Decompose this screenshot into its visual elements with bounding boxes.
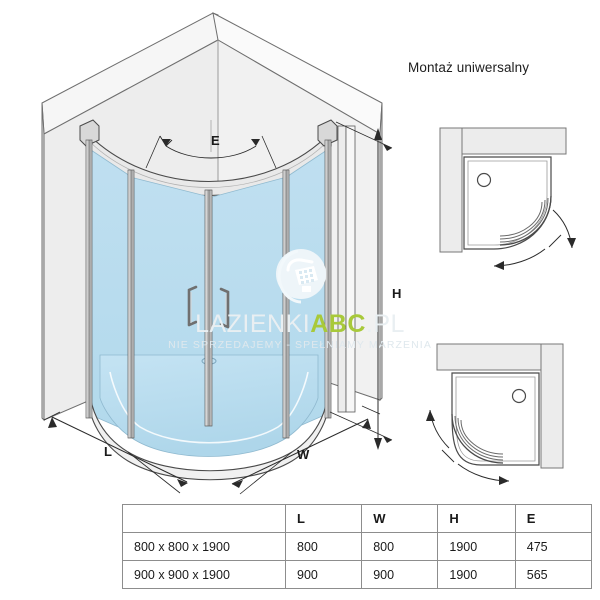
dimension-H: [329, 121, 393, 450]
table-header-name: [122, 504, 286, 533]
table-cell-W: 900: [361, 560, 439, 589]
dimension-W: [231, 405, 381, 495]
table-cell-name: 800 x 800 x 1900: [122, 532, 286, 561]
drain-icon: [476, 172, 492, 188]
dimension-label-H: H: [392, 286, 402, 301]
table-cell-W: 800: [361, 532, 439, 561]
dimension-E: [145, 120, 277, 169]
table-cell-H: 1900: [437, 532, 516, 561]
table-row: 900 x 900 x 1900 900 900 1900 565: [122, 560, 593, 589]
dimension-label-E: E: [211, 133, 220, 148]
door-handle-left: [187, 285, 198, 327]
dimension-label-W: W: [297, 447, 310, 462]
table-header-row: L W H E: [122, 504, 593, 533]
dimension-L: [43, 411, 188, 494]
drain-icon: [511, 388, 527, 404]
dimension-label-L: L: [104, 444, 112, 459]
frame-profiles: [85, 125, 356, 439]
table-cell-E: 475: [514, 532, 593, 561]
table-header-E: E: [514, 504, 593, 533]
table-header-H: H: [437, 504, 516, 533]
table-header-L: L: [284, 504, 363, 533]
table-cell-H: 1900: [437, 560, 516, 589]
table-cell-L: 800: [284, 532, 363, 561]
table-header-W: W: [361, 504, 439, 533]
install-plan-left-corner: [439, 127, 576, 270]
specification-table: L W H E 800 x 800 x 1900 800 800 1900 47…: [122, 504, 593, 589]
page-title: Montaż uniwersalny: [408, 60, 530, 75]
table-cell-name: 900 x 900 x 1900: [122, 560, 286, 589]
table-cell-E: 565: [514, 560, 593, 589]
table-row: 800 x 800 x 1900 800 800 1900 475: [122, 532, 593, 561]
table-cell-L: 900: [284, 560, 363, 589]
door-handle-right: [219, 287, 230, 329]
install-plan-right-corner: [426, 343, 564, 485]
